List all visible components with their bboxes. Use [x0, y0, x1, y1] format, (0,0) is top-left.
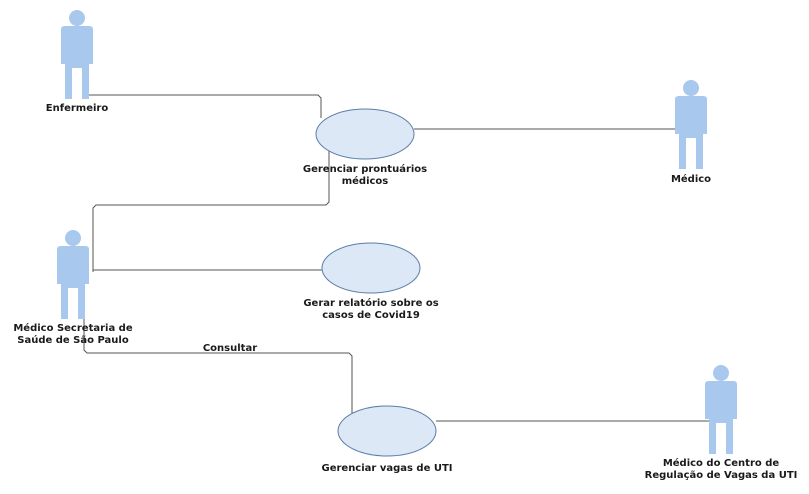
actor-label-enfermeiro: Enfermeiro: [45, 103, 109, 114]
actor-icon-enfermeiro[interactable]: [61, 10, 93, 99]
usecase-gerenciar-prontuarios[interactable]: [315, 108, 415, 160]
actor-label-medico: Médico: [670, 174, 712, 185]
actor-label-regulacao: Médico do Centro de Regulação de Vagas d…: [631, 458, 809, 482]
usecase-label-prontuarios: Gerenciar prontuários médicos: [295, 164, 435, 188]
connector-label-consultar: Consultar: [202, 343, 258, 354]
usecase-gerar-relatorio[interactable]: [321, 242, 421, 294]
actor-icon-secretaria[interactable]: [57, 230, 89, 319]
actor-label-regulacao-line1: Médico do Centro de: [662, 458, 780, 469]
actor-label-secretaria-line1: Médico Secretaria de: [13, 323, 133, 334]
usecase-label-prontuarios-line2: médicos: [341, 176, 389, 187]
actor-icon-medico[interactable]: [675, 80, 707, 169]
connector-enfermeiro-prontuarios[interactable]: [86, 94, 322, 118]
connector-prontuarios-secretaria[interactable]: [92, 146, 330, 272]
usecase-label-relatorio-line2: casos de Covid19: [322, 310, 420, 321]
actor-icon-regulacao[interactable]: [705, 365, 737, 454]
actor-label-secretaria: Médico Secretaria de Saúde de São Paulo: [3, 323, 143, 347]
actor-label-regulacao-line2: Regulação de Vagas da UTI: [644, 470, 798, 481]
usecase-gerenciar-vagas-uti[interactable]: [337, 405, 437, 457]
connector-secretaria-vagas[interactable]: [83, 307, 353, 414]
usecase-label-prontuarios-line1: Gerenciar prontuários: [302, 164, 428, 175]
usecase-label-vagas: Gerenciar vagas de UTI: [321, 463, 453, 474]
usecase-label-relatorio: Gerar relatório sobre os casos de Covid1…: [291, 298, 451, 322]
actor-label-secretaria-line2: Saúde de São Paulo: [17, 335, 129, 346]
usecase-label-relatorio-line1: Gerar relatório sobre os: [303, 298, 439, 309]
